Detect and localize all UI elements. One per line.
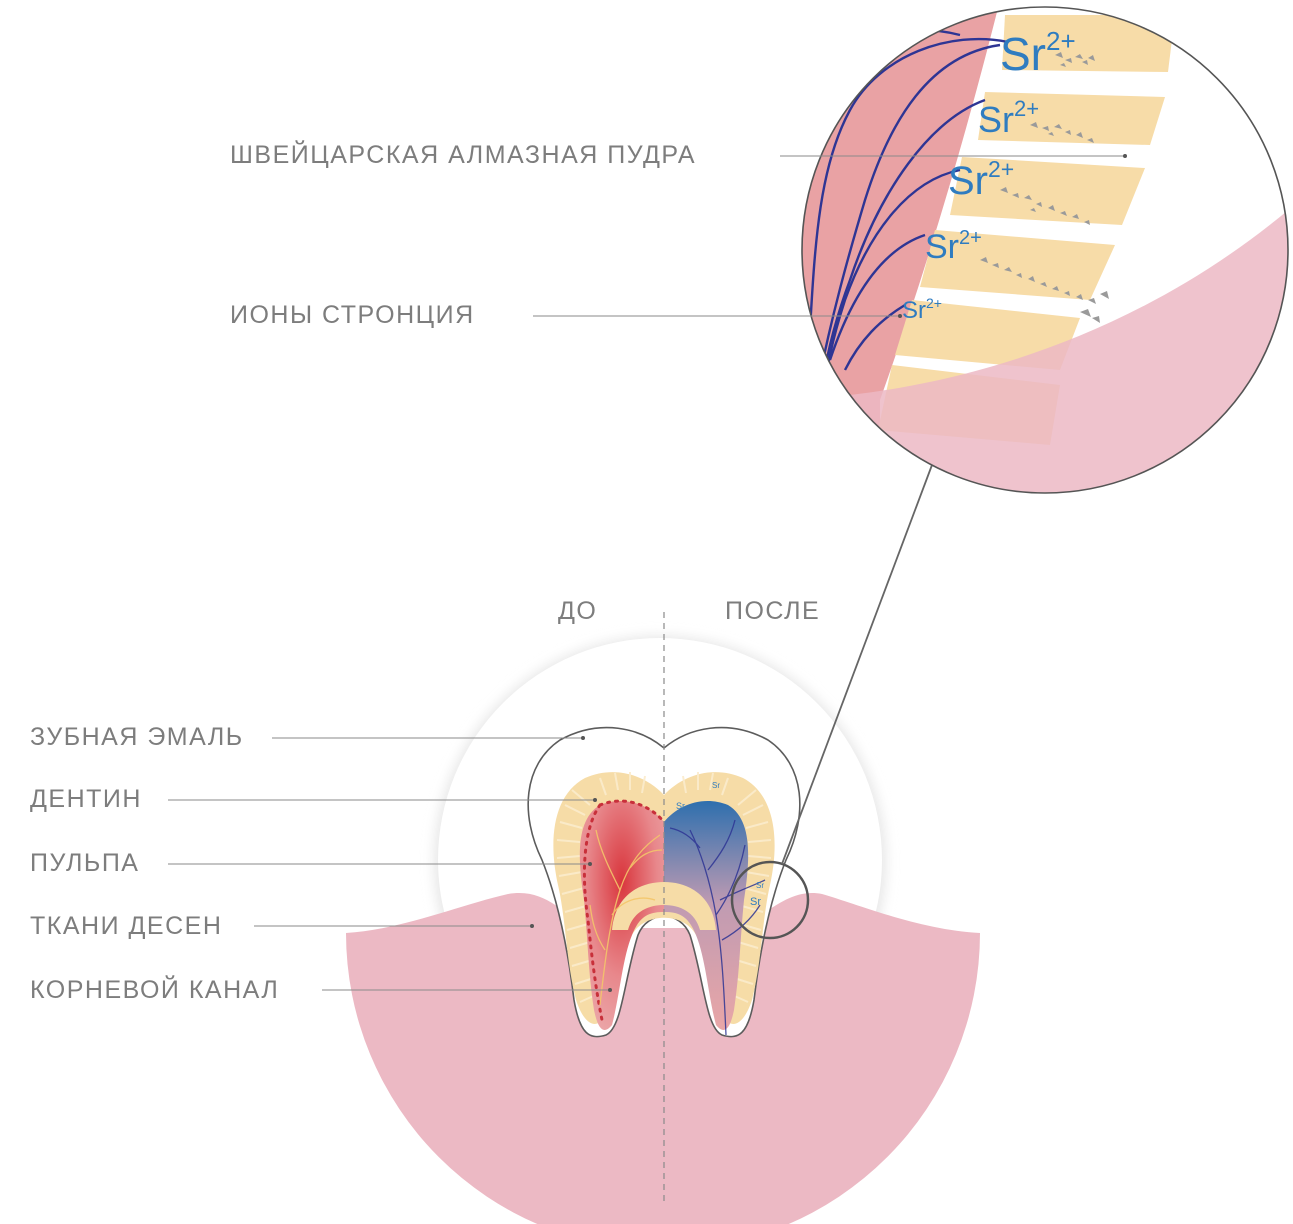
gum-tissue: [346, 893, 980, 1224]
label-dentin: ДЕНТИН: [30, 787, 142, 812]
label-enamel: ЗУБНАЯ ЭМАЛЬ: [30, 725, 244, 750]
sr-ion-small-2: Sr: [750, 896, 761, 908]
label-after: ПОСЛЕ: [725, 599, 820, 624]
label-diamond-powder: ШВЕЙЦАРСКАЯ АЛМАЗНАЯ ПУДРА: [230, 143, 696, 168]
sr-ion-small-3: Sr: [756, 881, 764, 890]
label-pulp: ПУЛЬПА: [30, 851, 139, 876]
sr-ion-small-1: Sr: [676, 801, 685, 811]
label-root-canal: КОРНЕВОЙ КАНАЛ: [30, 978, 279, 1003]
label-gums: ТКАНИ ДЕСЕН: [30, 914, 222, 939]
label-before: ДО: [558, 599, 597, 624]
label-strontium-ions: ИОНЫ СТРОНЦИЯ: [230, 303, 475, 328]
sr-ion-small-4: Sr: [712, 781, 720, 790]
